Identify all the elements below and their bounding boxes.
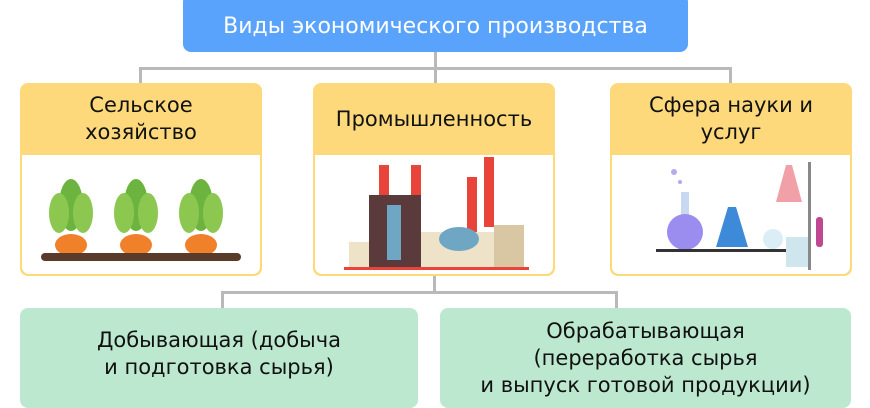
connector	[615, 291, 618, 308]
category-label: Сфера науки и услуг	[648, 93, 814, 144]
connector	[221, 291, 224, 308]
type-label-line: и подготовка сырья)	[104, 355, 334, 379]
type-label-line: (переработка сырья	[533, 346, 758, 370]
category-label: Сельское хозяйство	[85, 93, 197, 144]
category-agriculture: Сельское хозяйство	[20, 83, 262, 276]
connector	[434, 67, 437, 83]
type-label-line: Обрабатывающая	[546, 319, 745, 343]
category-industry: Промышленность	[313, 83, 555, 276]
connector	[433, 276, 436, 293]
type-manufacturing: Обрабатывающая (переработка сырья и выпуск…	[440, 308, 851, 408]
connector	[729, 67, 732, 83]
category-science-services: Сфера науки и услуг	[610, 83, 852, 276]
connector	[434, 52, 437, 69]
type-label-line: и выпуск готовой продукции)	[480, 373, 811, 397]
lab-equipment-icon	[612, 155, 850, 274]
title-text: Виды экономического производства	[223, 13, 648, 39]
connector	[221, 291, 618, 294]
carrots-icon	[22, 155, 260, 274]
type-extractive: Добывающая (добыча и подготовка сырья)	[20, 308, 418, 408]
connector	[139, 67, 142, 83]
factory-icon	[315, 155, 553, 274]
diagram-title: Виды экономического производства	[183, 0, 688, 52]
category-label: Промышленность	[335, 106, 533, 131]
type-label-line: Добывающая (добыча	[96, 328, 342, 352]
